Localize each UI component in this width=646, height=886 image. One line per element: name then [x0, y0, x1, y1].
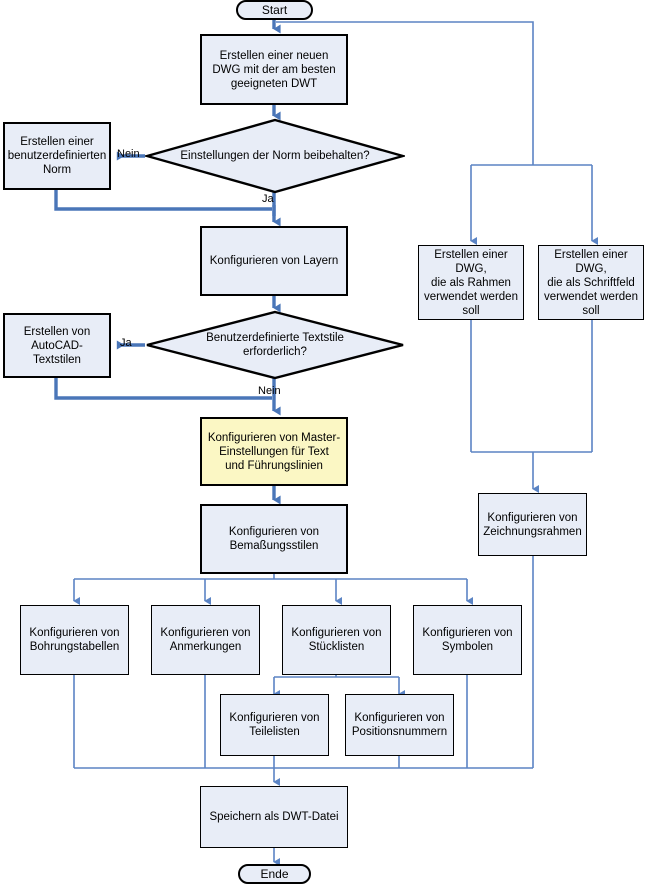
node-autocad-textstyles[interactable]: Erstellen von AutoCAD- Textstilen	[3, 313, 111, 378]
node-part-lists[interactable]: Konfigurieren von Teilelisten	[220, 694, 329, 756]
node-drawing-frames-label: Konfigurieren von Zeichnungsrahmen	[483, 511, 582, 538]
node-master-text-settings[interactable]: Konfigurieren von Master- Einstellungen …	[200, 417, 348, 486]
end-label: Ende	[260, 867, 289, 881]
node-drawing-frames[interactable]: Konfigurieren von Zeichnungsrahmen	[478, 493, 587, 556]
start-terminator[interactable]: Start	[236, 0, 313, 20]
node-dwg-titleblock[interactable]: Erstellen einer DWG, die als Schriftfeld…	[538, 245, 644, 320]
edge-label-ja-1: Ja	[262, 193, 274, 205]
node-part-lists-label: Konfigurieren von Teilelisten	[229, 712, 320, 738]
node-custom-norm-label: Erstellen einer benutzerdefinierten Norm	[7, 136, 107, 176]
node-dimension-styles[interactable]: Konfigurieren von Bemaßungsstilen	[200, 504, 348, 574]
node-layers-label: Konfigurieren von Layern	[209, 255, 339, 267]
node-dwg-border-label: Erstellen einer DWG, die als Rahmen verw…	[424, 248, 518, 317]
start-label: Start	[261, 3, 288, 17]
node-save-dwt-label: Speichern als DWT-Datei	[209, 811, 339, 823]
node-dwg-titleblock-label: Erstellen einer DWG, die als Schriftfeld…	[544, 248, 638, 317]
node-new-dwg-label: Erstellen einer neuen DWG mit der am bes…	[212, 49, 336, 90]
node-layers[interactable]: Konfigurieren von Layern	[200, 226, 348, 296]
edge-label-ja-2: Ja	[120, 337, 132, 349]
node-annotations-label: Konfigurieren von Anmerkungen	[160, 627, 251, 653]
decision-keep-standard[interactable]: Einstellungen der Norm beibehalten?	[145, 118, 405, 194]
node-balloons[interactable]: Konfigurieren von Positionsnummern	[345, 694, 454, 756]
edge-label-nein-1: Nein	[117, 148, 140, 160]
node-annotations[interactable]: Konfigurieren von Anmerkungen	[151, 605, 260, 675]
node-autocad-textstyles-label: Erstellen von AutoCAD- Textstilen	[23, 325, 91, 366]
end-terminator[interactable]: Ende	[238, 864, 311, 884]
node-save-dwt[interactable]: Speichern als DWT-Datei	[200, 786, 348, 848]
decision-custom-textstyles[interactable]: Benutzerdefinierte Textstile erforderlic…	[145, 310, 405, 380]
node-dimension-styles-label: Konfigurieren von Bemaßungsstilen	[228, 526, 320, 552]
node-master-text-settings-label: Konfigurieren von Master- Einstellungen …	[207, 431, 341, 472]
node-symbols[interactable]: Konfigurieren von Symbolen	[413, 605, 522, 675]
node-custom-norm[interactable]: Erstellen einer benutzerdefinierten Norm	[3, 122, 111, 190]
decision-shape	[146, 310, 404, 380]
node-parts-lists[interactable]: Konfigurieren von Stücklisten	[282, 605, 391, 675]
node-new-dwg[interactable]: Erstellen einer neuen DWG mit der am bes…	[200, 34, 348, 105]
edge-label-nein-2: Nein	[258, 385, 281, 397]
node-dwg-border[interactable]: Erstellen einer DWG, die als Rahmen verw…	[418, 245, 524, 320]
node-parts-lists-label: Konfigurieren von Stücklisten	[291, 627, 382, 653]
node-hole-tables[interactable]: Konfigurieren von Bohrungstabellen	[20, 605, 129, 675]
node-balloons-label: Konfigurieren von Positionsnummern	[351, 712, 448, 738]
node-hole-tables-label: Konfigurieren von Bohrungstabellen	[29, 627, 120, 653]
decision-shape	[145, 118, 405, 194]
node-symbols-label: Konfigurieren von Symbolen	[422, 627, 513, 653]
